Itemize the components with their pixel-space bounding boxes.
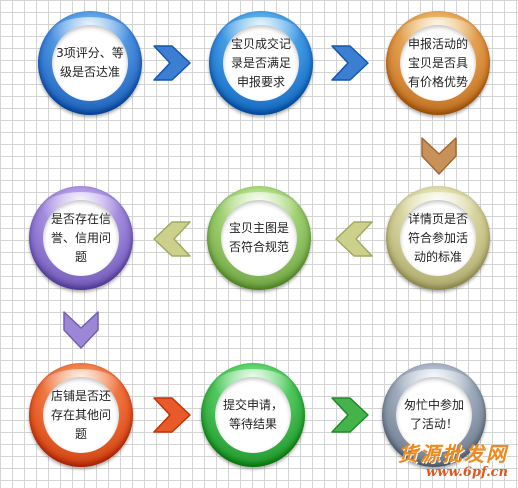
arrow-left-2-icon bbox=[153, 221, 191, 257]
step-2-node: 宝贝成交记录是否满足申报要求 bbox=[209, 11, 313, 115]
arrow-down-1-icon bbox=[421, 137, 457, 175]
step-4-node: 详情页是否符合参加活动的标准 bbox=[386, 186, 490, 290]
arrow-right-2-icon bbox=[331, 45, 369, 81]
arrow-left-1-icon bbox=[335, 221, 373, 257]
watermark-url: www.6pf.cn bbox=[426, 465, 508, 480]
step-7-label: 店铺是否还存在其他问题 bbox=[50, 388, 111, 441]
step-3-label: 申报活动的宝贝是否具有价格优势 bbox=[407, 36, 468, 89]
step-6-node: 是否存在信誉、信用问题 bbox=[29, 186, 133, 290]
step-1-node: 3项评分、等级是否达准 bbox=[38, 11, 142, 115]
arrow-right-3-icon bbox=[153, 397, 191, 433]
arrow-right-1-icon bbox=[153, 45, 191, 81]
step-3-node: 申报活动的宝贝是否具有价格优势 bbox=[386, 11, 490, 115]
watermark-text: 货源批发网 bbox=[398, 442, 508, 466]
watermark-logo: 货源批发网 www.6pf.cn bbox=[398, 438, 508, 480]
step-7-node: 店铺是否还存在其他问题 bbox=[29, 363, 133, 467]
step-2-label: 宝贝成交记录是否满足申报要求 bbox=[230, 36, 291, 89]
step-5-node: 宝贝主图是否符合规范 bbox=[207, 186, 311, 290]
step-6-label: 是否存在信誉、信用问题 bbox=[50, 211, 111, 264]
arrow-right-4-icon bbox=[331, 397, 369, 433]
step-5-label: 宝贝主图是否符合规范 bbox=[228, 221, 289, 254]
step-8-label: 提交申请，等待结果 bbox=[222, 398, 283, 431]
step-4-label: 详情页是否符合参加活动的标准 bbox=[407, 211, 468, 264]
step-9-label: 匆忙中参加了活动！ bbox=[403, 398, 464, 431]
step-1-label: 3项评分、等级是否达准 bbox=[56, 46, 124, 79]
step-8-node: 提交申请，等待结果 bbox=[201, 363, 305, 467]
arrow-down-2-icon bbox=[63, 311, 99, 349]
